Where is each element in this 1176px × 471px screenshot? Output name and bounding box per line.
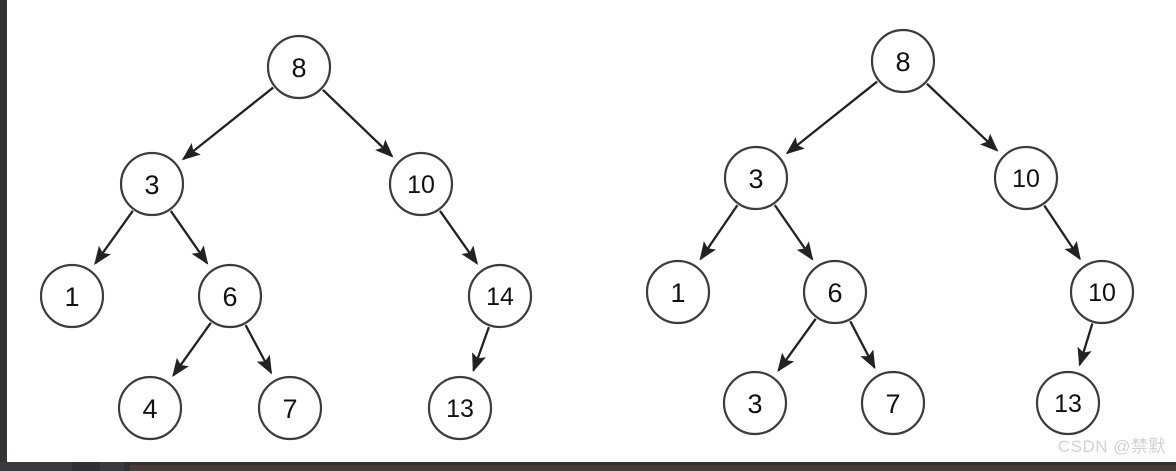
node-label: 7 xyxy=(282,394,297,424)
node-label: 10 xyxy=(407,171,435,199)
node-circle xyxy=(802,259,868,325)
node-circle xyxy=(467,263,533,329)
tree-node-left-tree-L8[interactable]: 8 xyxy=(266,34,332,100)
node-label: 3 xyxy=(747,389,762,419)
node-label: 3 xyxy=(144,170,159,200)
chrome-segment xyxy=(100,462,124,471)
node-label: 1 xyxy=(670,278,685,308)
node-circle xyxy=(257,375,323,441)
tree-node-right-tree-R8[interactable]: 8 xyxy=(870,28,936,94)
tree-node-left-tree-L6[interactable]: 6 xyxy=(197,263,263,329)
node-circle xyxy=(645,259,711,325)
tree-edge-3-to-1 xyxy=(94,210,134,265)
left-edge-strip xyxy=(0,0,7,462)
tree-node-left-tree-L3[interactable]: 3 xyxy=(119,151,185,217)
tree-edge-8-to-3 xyxy=(785,80,878,155)
node-circle xyxy=(722,370,788,436)
chrome-accent xyxy=(130,465,1176,471)
tree-edge-14-to-13 xyxy=(472,326,490,373)
tree-edge-8-to-10 xyxy=(926,82,999,152)
tree-node-left-tree-L4[interactable]: 4 xyxy=(117,375,183,441)
node-label: 14 xyxy=(486,283,514,311)
node-circle xyxy=(266,34,332,100)
tree-edge-3-to-1 xyxy=(699,204,739,261)
tree-node-left-tree-L7[interactable]: 7 xyxy=(257,375,323,441)
tree-node-right-tree-R10[interactable]: 10 xyxy=(993,145,1059,211)
node-label: 10 xyxy=(1012,165,1040,193)
node-label: 13 xyxy=(1054,390,1082,418)
tree-node-left-tree-L13[interactable]: 13 xyxy=(427,375,493,441)
node-label: 6 xyxy=(827,278,842,308)
tree-edge-6-to-3 xyxy=(777,318,817,373)
node-circle xyxy=(993,145,1059,211)
node-label: 10 xyxy=(1088,279,1116,307)
tree-node-right-tree-R3[interactable]: 3 xyxy=(723,145,789,211)
node-label: 7 xyxy=(885,389,900,419)
node-circle xyxy=(427,375,493,441)
node-label: 4 xyxy=(142,394,157,424)
node-circle xyxy=(870,28,936,94)
tree-edge-10-to-13 xyxy=(1077,323,1094,367)
node-label: 13 xyxy=(446,395,474,423)
tree-node-right-tree-R6[interactable]: 6 xyxy=(802,259,868,325)
chrome-segment xyxy=(0,462,72,471)
node-circle xyxy=(119,151,185,217)
tree-edge-3-to-6 xyxy=(169,210,209,265)
node-circle xyxy=(39,263,105,329)
node-circle xyxy=(117,375,183,441)
tree-edge-6-to-4 xyxy=(172,322,212,377)
tree-node-right-tree-R7[interactable]: 7 xyxy=(860,370,926,436)
node-circle xyxy=(723,145,789,211)
tree-node-left-tree-L14[interactable]: 14 xyxy=(467,263,533,329)
tree-edge-8-to-10 xyxy=(322,89,394,158)
node-label: 3 xyxy=(748,164,763,194)
node-label: 1 xyxy=(64,282,79,312)
tree-edge-8-to-3 xyxy=(181,86,274,161)
bottom-chrome-strip xyxy=(0,462,1176,471)
tree-node-right-tree-R1[interactable]: 1 xyxy=(645,259,711,325)
node-label: 6 xyxy=(222,282,237,312)
tree-edge-3-to-6 xyxy=(773,204,814,261)
csdn-watermark: CSDN @禁默 xyxy=(1057,437,1166,456)
tree-edge-10-to-14 xyxy=(439,210,479,265)
node-label: 8 xyxy=(895,47,910,77)
node-circle xyxy=(197,263,263,329)
nodes-layer: 8 3 10 1 6 14 4 7 13 8 3 10 1 6 10 3 7 13 xyxy=(39,28,1135,441)
node-circle xyxy=(388,151,454,217)
tree-node-right-tree-R10b[interactable]: 10 xyxy=(1069,259,1135,325)
node-circle xyxy=(860,370,926,436)
tree-edge-10-to-10 xyxy=(1043,204,1081,261)
tree-node-left-tree-L10[interactable]: 10 xyxy=(388,151,454,217)
tree-edge-6-to-7 xyxy=(244,324,273,375)
edges-layer xyxy=(94,80,1094,377)
node-label: 8 xyxy=(291,53,306,83)
tree-node-left-tree-L1[interactable]: 1 xyxy=(39,263,105,329)
node-circle xyxy=(1035,370,1101,436)
tree-edge-6-to-7 xyxy=(849,320,876,370)
tree-node-right-tree-R3b[interactable]: 3 xyxy=(722,370,788,436)
tree-node-right-tree-R13[interactable]: 13 xyxy=(1035,370,1101,436)
node-circle xyxy=(1069,259,1135,325)
